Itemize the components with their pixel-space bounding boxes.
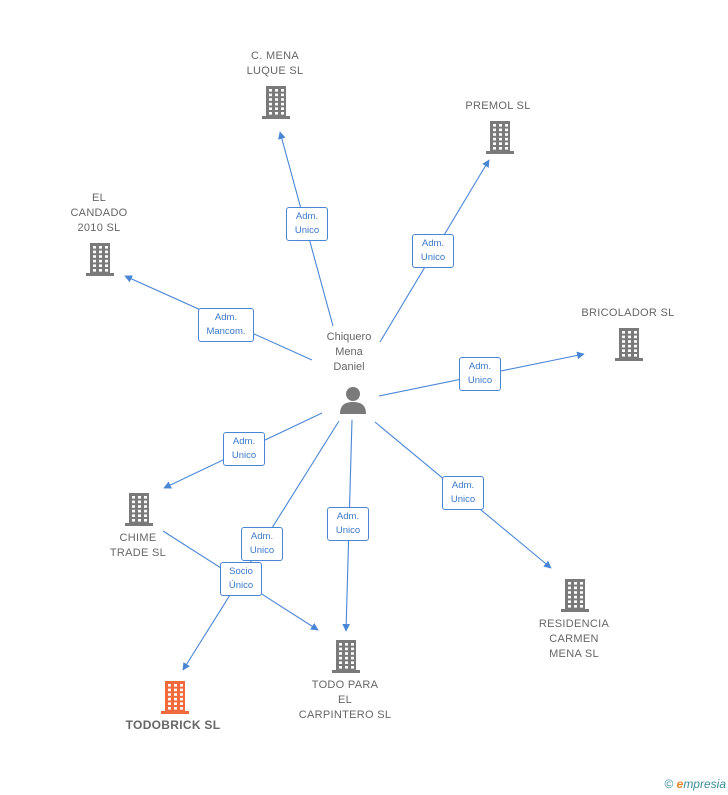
relation-label-line: Adm.	[295, 211, 319, 222]
company-name-chime[interactable]: CHIME TRADE SL	[93, 531, 183, 561]
person-icon[interactable]	[338, 385, 368, 420]
relation-label-line: Adm.	[214, 312, 238, 323]
empresia-brand[interactable]: © empresia	[664, 777, 726, 791]
relation-label-chime[interactable]: Adm. Unico	[223, 432, 265, 466]
company-name-line: TODOBRICK SL	[125, 718, 221, 732]
building-icon-todo-para[interactable]	[330, 638, 362, 679]
company-name-line: LUQUE SL	[246, 65, 304, 77]
brand-e: e	[676, 777, 684, 791]
relation-label-line: Adm.	[232, 436, 256, 447]
company-name-line: RESIDENCIA	[538, 618, 610, 630]
relation-label-bricolador[interactable]: Adm. Unico	[459, 357, 501, 391]
relation-label-line: Unico	[294, 225, 320, 236]
company-name-line: CARPINTERO SL	[298, 709, 392, 721]
building-icon-chime[interactable]	[123, 491, 155, 532]
company-name-line: TRADE SL	[109, 547, 167, 559]
relation-label-line: Unico	[335, 525, 361, 536]
company-name-line: C. MENA	[251, 50, 299, 62]
relation-label-line: Único	[228, 580, 254, 591]
company-name-line: PREMOL SL	[465, 100, 531, 112]
relation-label-line: Mancom.	[206, 326, 246, 337]
building-icon-c-mena[interactable]	[260, 84, 292, 125]
building-icon-bricolador[interactable]	[613, 326, 645, 367]
company-name-line: 2010 SL	[77, 222, 121, 234]
relation-label-line: Unico	[249, 545, 275, 556]
company-name-c-mena[interactable]: C. MENA LUQUE SL	[230, 49, 320, 79]
company-name-line: CARMEN	[549, 633, 599, 645]
relation-label-c-mena[interactable]: Adm. Unico	[286, 207, 328, 241]
copyright-symbol: ©	[664, 777, 674, 791]
relation-label-line: Unico	[231, 450, 257, 461]
relation-label-line: Unico	[420, 252, 446, 263]
company-name-todobrick[interactable]: TODOBRICK SL	[118, 718, 228, 733]
building-icon-residencia[interactable]	[559, 577, 591, 618]
company-name-line: CANDADO	[70, 207, 128, 219]
relation-label-line: Unico	[467, 375, 493, 386]
relation-label-line: Adm.	[421, 238, 445, 249]
company-name-line: CHIME	[119, 532, 157, 544]
brand-name: mpresia	[683, 777, 726, 791]
company-name-line: TODO PARA	[311, 679, 379, 691]
relation-label-el-candado[interactable]: Adm. Mancom.	[198, 308, 254, 342]
company-name-line: MENA SL	[549, 648, 599, 660]
company-name-bricolador[interactable]: BRICOLADOR SL	[573, 306, 683, 321]
relation-label-todobrick[interactable]: Adm. Unico	[241, 527, 283, 561]
company-name-premol[interactable]: PREMOL SL	[453, 99, 543, 114]
company-name-line: BRICOLADOR SL	[581, 307, 675, 319]
person-name-line: Chiquero	[326, 331, 372, 343]
company-name-todo-para[interactable]: TODO PARA EL CARPINTERO SL	[290, 678, 400, 723]
person-name-line: Mena	[335, 346, 363, 358]
relation-label-line: Socio	[229, 566, 253, 577]
relation-label-line: Unico	[450, 494, 476, 505]
person-name-line: Daniel	[333, 361, 365, 373]
company-name-line: EL	[91, 192, 107, 204]
relation-label-line: Adm.	[468, 361, 492, 372]
relation-label-line: Adm.	[336, 511, 360, 522]
company-name-el-candado[interactable]: EL CANDADO 2010 SL	[54, 191, 144, 236]
building-icon-el-candado[interactable]	[84, 241, 116, 282]
relation-label-line: Adm.	[451, 480, 475, 491]
building-icon-todobrick[interactable]	[159, 679, 191, 720]
company-name-line: EL	[337, 694, 353, 706]
company-name-residencia[interactable]: RESIDENCIA CARMEN MENA SL	[524, 617, 624, 662]
building-icon-premol[interactable]	[484, 119, 516, 160]
relation-label-todo-para[interactable]: Adm. Unico	[327, 507, 369, 541]
relation-label-premol[interactable]: Adm. Unico	[412, 234, 454, 268]
relation-label-residencia[interactable]: Adm. Unico	[442, 476, 484, 510]
relation-label-line: Adm.	[250, 531, 274, 542]
